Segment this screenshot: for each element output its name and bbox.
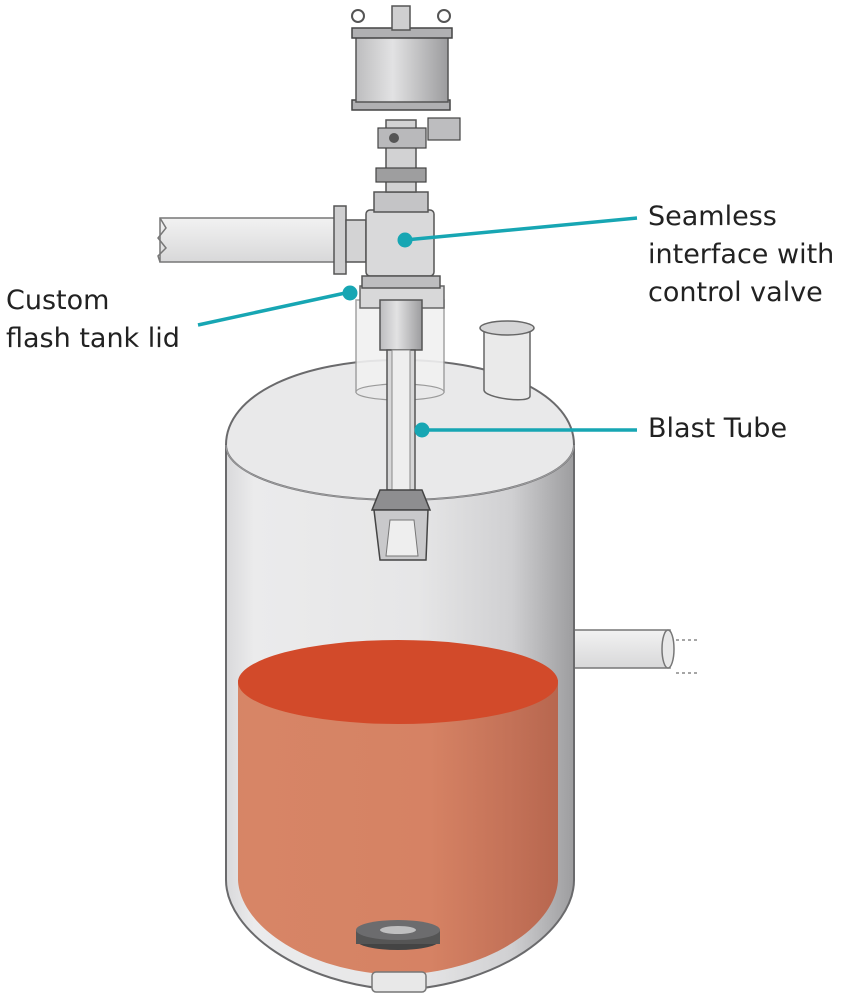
label-lid-line1: Custom <box>6 285 110 316</box>
label-blast-tube: Blast Tube <box>648 413 788 444</box>
callout-lines <box>197 216 638 438</box>
dome-nozzle <box>479 320 535 401</box>
valve-yoke <box>375 117 461 193</box>
label-valve-line2: interface with <box>648 239 835 270</box>
callout-dot-lid <box>342 285 358 301</box>
callout-line-lid <box>197 290 351 327</box>
inlet-pipe <box>157 205 347 275</box>
process-liquid <box>238 640 558 975</box>
pneumatic-actuator <box>351 5 453 111</box>
label-custom-flash-tank-lid: Custom flash tank lid <box>6 282 180 358</box>
control-valve-body <box>345 191 441 289</box>
label-valve-line1: Seamless <box>648 201 777 232</box>
label-valve-line3: control valve <box>648 277 823 308</box>
sparger-element <box>356 920 440 950</box>
label-seamless-interface: Seamless interface with control valve <box>648 198 834 312</box>
blast-tube <box>370 299 432 561</box>
callout-dot-blast <box>414 422 430 438</box>
label-lid-line2: flash tank lid <box>6 323 180 354</box>
callout-line-valve <box>404 216 638 242</box>
callout-dot-valve <box>397 232 413 248</box>
drain-outlet <box>371 971 427 993</box>
